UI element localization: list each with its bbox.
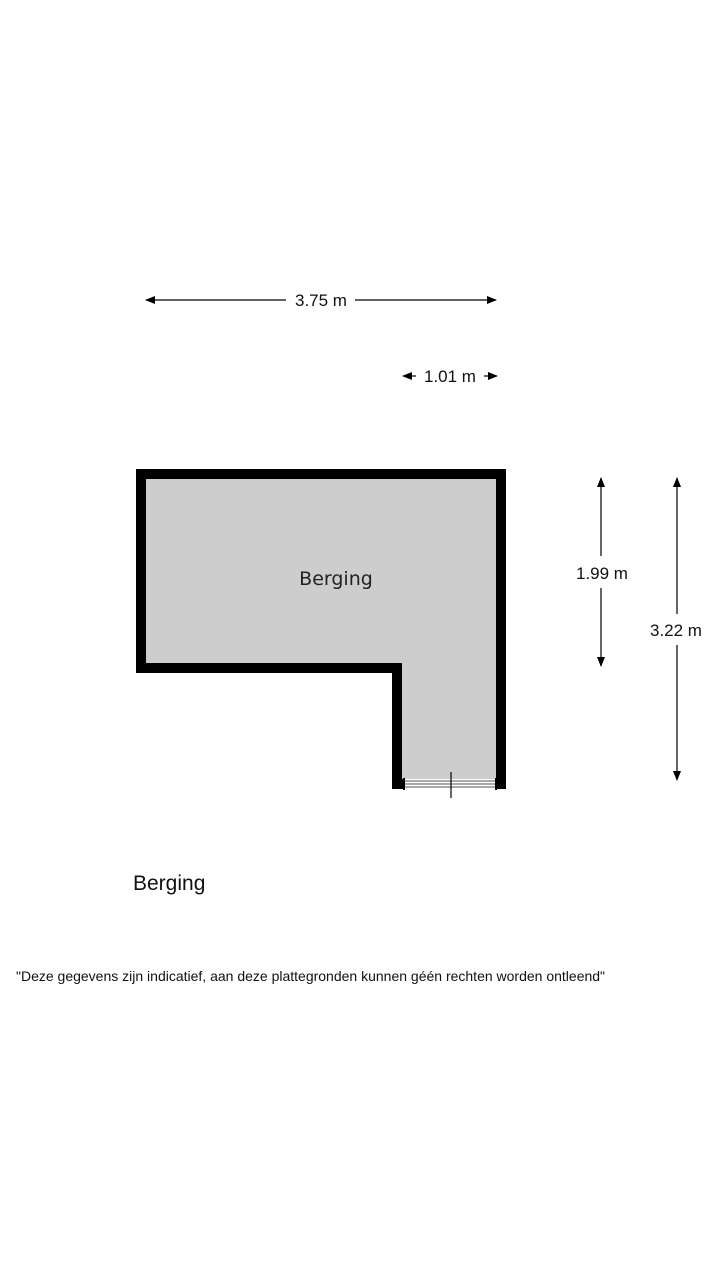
door-opening — [403, 772, 497, 798]
dimension-upper-depth: 1.99 m — [576, 477, 628, 667]
dimension-total-depth: 3.22 m — [650, 477, 702, 781]
dimension-total-width: 3.75 m — [145, 291, 497, 310]
disclaimer-text: "Deze gegevens zijn indicatief, aan deze… — [16, 968, 606, 984]
dimension-upper-depth-label: 1.99 m — [576, 564, 628, 583]
dimension-bottom-width: 1.01 m — [402, 367, 498, 386]
dimension-total-width-label: 3.75 m — [295, 291, 347, 310]
room-walls — [136, 469, 506, 789]
floor-title: Berging — [133, 872, 206, 895]
dimension-bottom-width-label: 1.01 m — [424, 367, 476, 386]
room-floor — [141, 474, 501, 784]
dimension-total-depth-label: 3.22 m — [650, 621, 702, 640]
room-label: Berging — [299, 568, 373, 590]
